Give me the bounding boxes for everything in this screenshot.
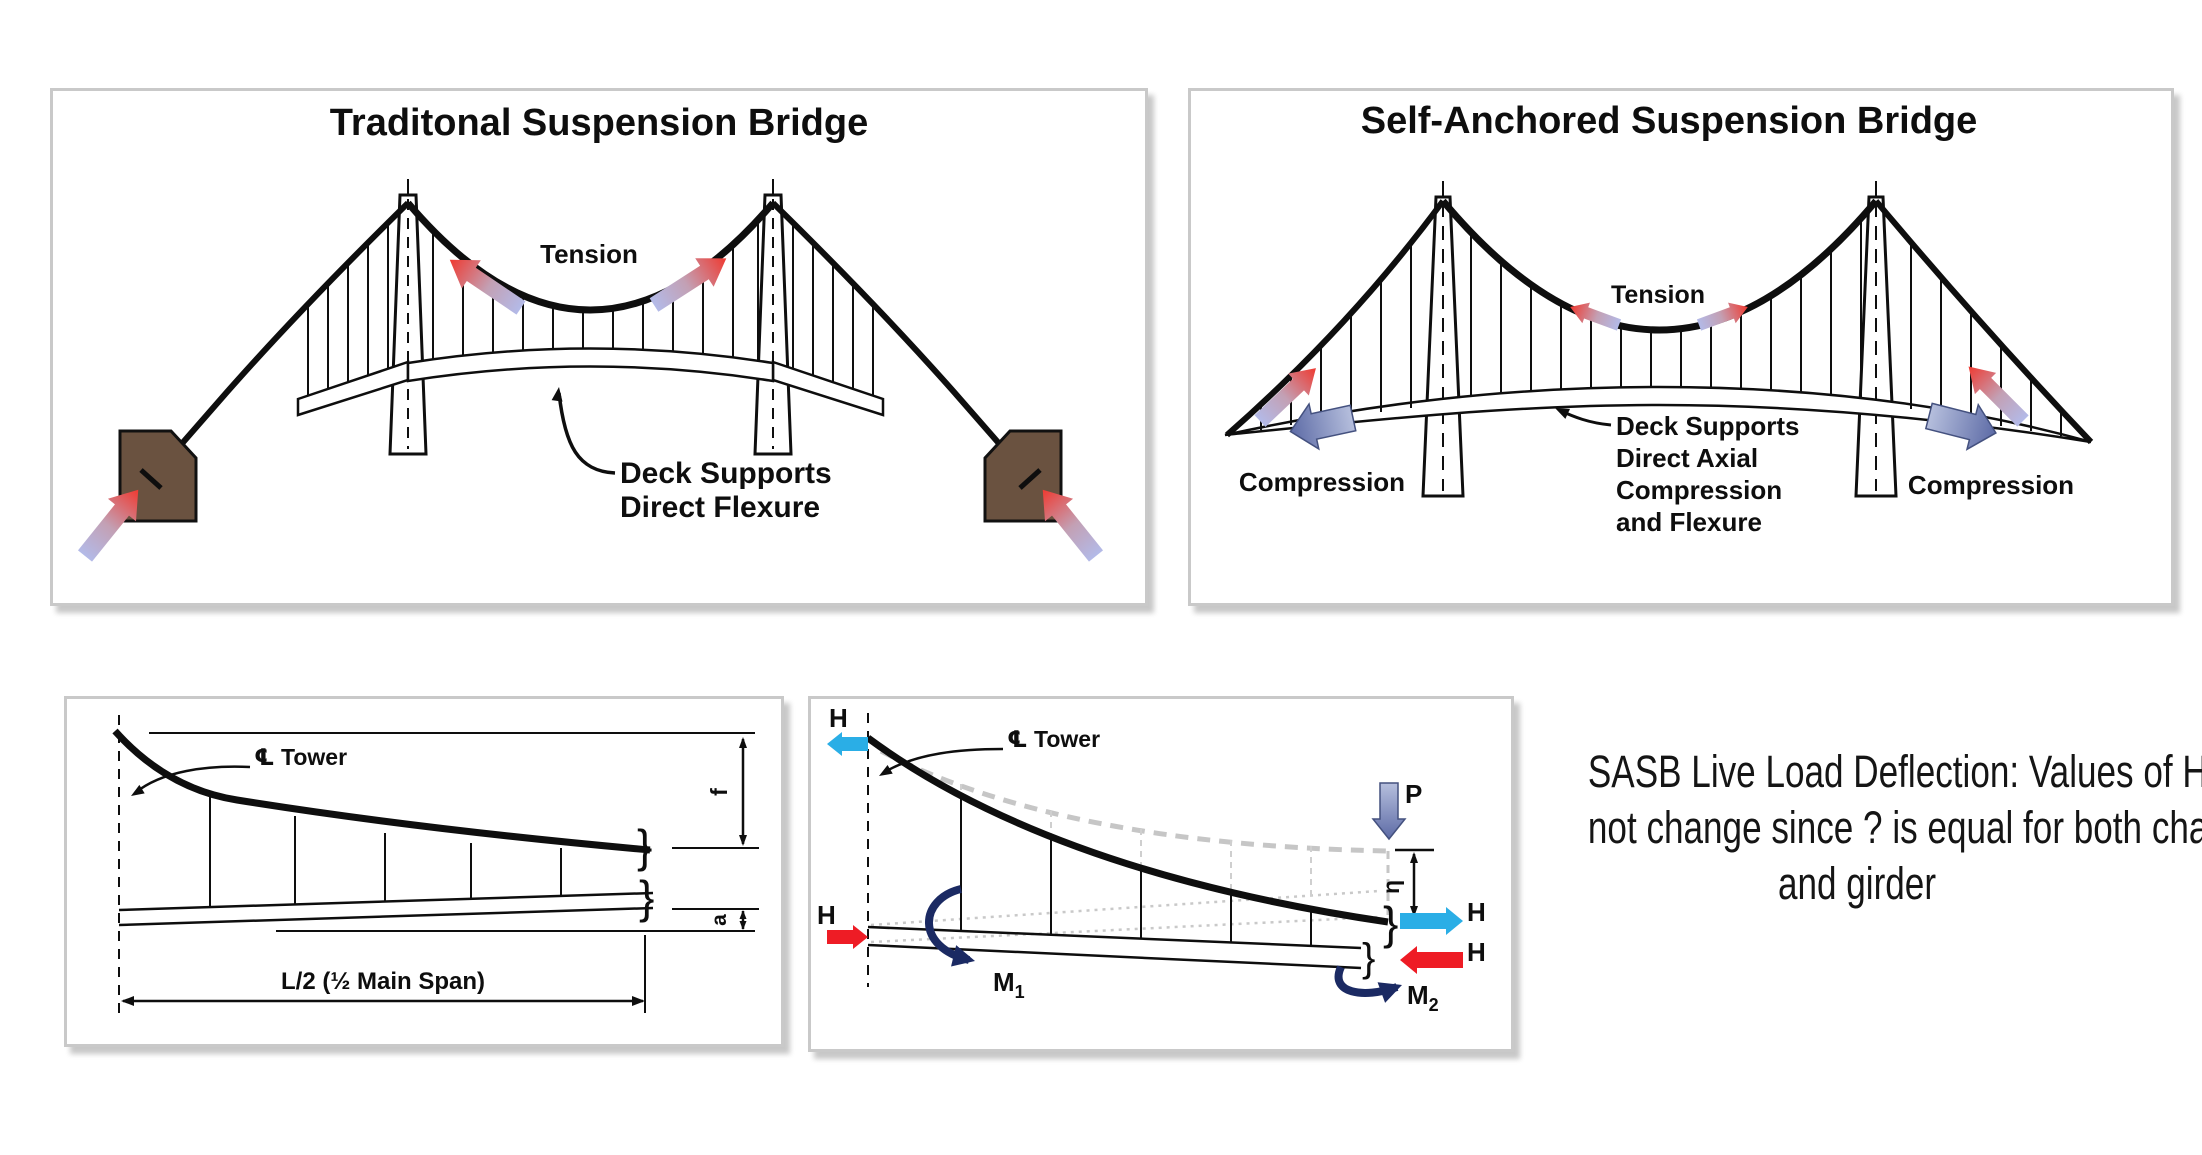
half-span-diagram: } } ℄ Tower f a L/2 (½ Main Span) [112,715,759,1017]
h-arrow-right-bottom-icon [1400,946,1463,974]
h-label-right-bottom: H [1467,937,1486,967]
compression-arrow-left-icon [1289,402,1357,451]
dim-f-arrowhead-bottom-icon [739,835,747,846]
original-cable-dashed [879,748,1389,854]
panel-half-span: } } ℄ Tower f a L/2 (½ Main Span) [64,696,784,1047]
cable [112,728,651,854]
h-label-right-top: H [1467,897,1486,927]
self-anchored-title: Self-Anchored Suspension Bridge [1361,100,1978,142]
girder-top [867,925,1362,950]
tower-left [1421,181,1465,498]
cl-tower-label: ℄ Tower [254,744,347,770]
cable-break-icon: } [637,820,652,872]
end-tension-arrow-left-icon [1254,368,1316,427]
m1-label: M1 [993,967,1025,1002]
m1-arrowhead-icon [951,945,975,967]
panel-live-load: } } ℄ Tower P η H H H H [808,696,1514,1052]
girder-break-icon: } [639,871,654,923]
dim-a-label: a [708,914,731,926]
eta-arrowhead-bottom-icon [1410,906,1418,917]
live-load-diagram: } } ℄ Tower P η H H H H [817,703,1486,1015]
original-girder-top [870,889,1380,927]
side-cable-left [148,200,411,481]
deck-note-line4: and Flexure [1616,507,1762,537]
main-deck [406,347,775,383]
m2-label: M2 [1407,980,1439,1015]
tension-arrow-left-icon [449,259,526,315]
cl-tower-arrowhead-icon [131,784,145,796]
traditional-bridge-diagram: Traditonal Suspension Bridge [77,102,1104,562]
anchor-tbar-right [1018,468,1042,490]
caption-line-3: and girder [1777,858,1937,909]
side-cable-right [1873,199,2094,445]
p-label: P [1405,779,1422,809]
cl-tower-leader [134,765,251,794]
h-arrow-left-icon [827,925,868,949]
dim-a-arrowhead-top-icon [739,910,747,919]
side-cable-left [1225,199,1446,438]
span-arrowhead-left-icon [121,996,134,1006]
dim-f-arrowhead-top-icon [739,737,747,748]
girder-bottom [118,906,654,927]
deck-note-line1: Deck Supports [620,457,832,490]
tension-arrow-right-icon [649,258,727,312]
tension-arrow-left-icon [1570,302,1622,331]
main-cable [1440,198,1879,334]
m1-moment-arc-icon [925,885,971,964]
deck-note-arrowhead-icon [1555,408,1571,419]
panel-traditional: Traditonal Suspension Bridge [50,88,1148,606]
dim-f-label: f [706,788,732,796]
hangers [209,796,562,907]
h-arrow-top-left-icon [827,732,868,756]
deck-note-line2: Direct Flexure [620,491,820,524]
p-load-arrow-icon [1371,782,1407,841]
side-cable-right [770,200,1033,481]
h-label-left: H [817,900,836,930]
compression-label-left: Compression [1239,467,1405,497]
cl-tower-arrowhead-icon [879,765,893,776]
anchor-arrow-right-icon [1042,489,1104,562]
traditional-title: Traditonal Suspension Bridge [330,102,868,144]
deck-note-arrowhead-icon [551,387,563,402]
hangers [960,796,1312,946]
cl-tower-leader [882,747,1004,775]
cable-break-icon: } [1383,897,1398,949]
hangers-side [307,223,874,396]
dim-a-arrowhead-bottom-icon [739,921,747,930]
deck-note-line2: Direct Axial [1616,443,1758,473]
h-arrow-right-top-icon [1400,907,1463,935]
tension-label: Tension [1611,281,1705,309]
cable [865,735,1389,926]
tension-arrow-right-icon [1696,302,1748,331]
anchor-tbar-left [139,468,163,490]
deck-note-line3: Compression [1616,475,1782,505]
caption-line-1: SASB Live Load Deflection: Values of H d… [1587,746,2202,797]
self-anchored-bridge-diagram: Self-Anchored Suspension Bridge [1224,100,2094,537]
panel-self-anchored: Self-Anchored Suspension Bridge [1188,88,2174,606]
compression-arrow-right-icon [1924,402,1997,451]
anchor-arrow-left-icon [77,489,139,562]
main-cable [405,200,776,314]
hangers-main [1470,217,1862,399]
m2-arrowhead-icon [1377,982,1402,1003]
girder-break-icon: } [1362,936,1375,980]
end-tension-arrow-right-icon [1968,366,2029,427]
compression-label-right: Compression [1908,470,2074,500]
caption-text: SASB Live Load Deflection: Values of H d… [1512,744,2202,912]
eta-arrowhead-top-icon [1410,852,1418,863]
girder-top [118,891,654,912]
h-label-top-left: H [829,703,848,733]
span-label: L/2 (½ Main Span) [281,968,485,995]
caption-line-2: not change since ? is equal for both cha… [1587,802,2202,853]
eta-label: η [1378,880,1404,894]
span-arrowhead-right-icon [632,996,645,1006]
deck-note-leader [557,392,616,475]
tension-label: Tension [540,239,638,269]
deck-note-line1: Deck Supports [1616,411,1800,441]
cl-tower-label: ℄ Tower [1007,726,1100,752]
